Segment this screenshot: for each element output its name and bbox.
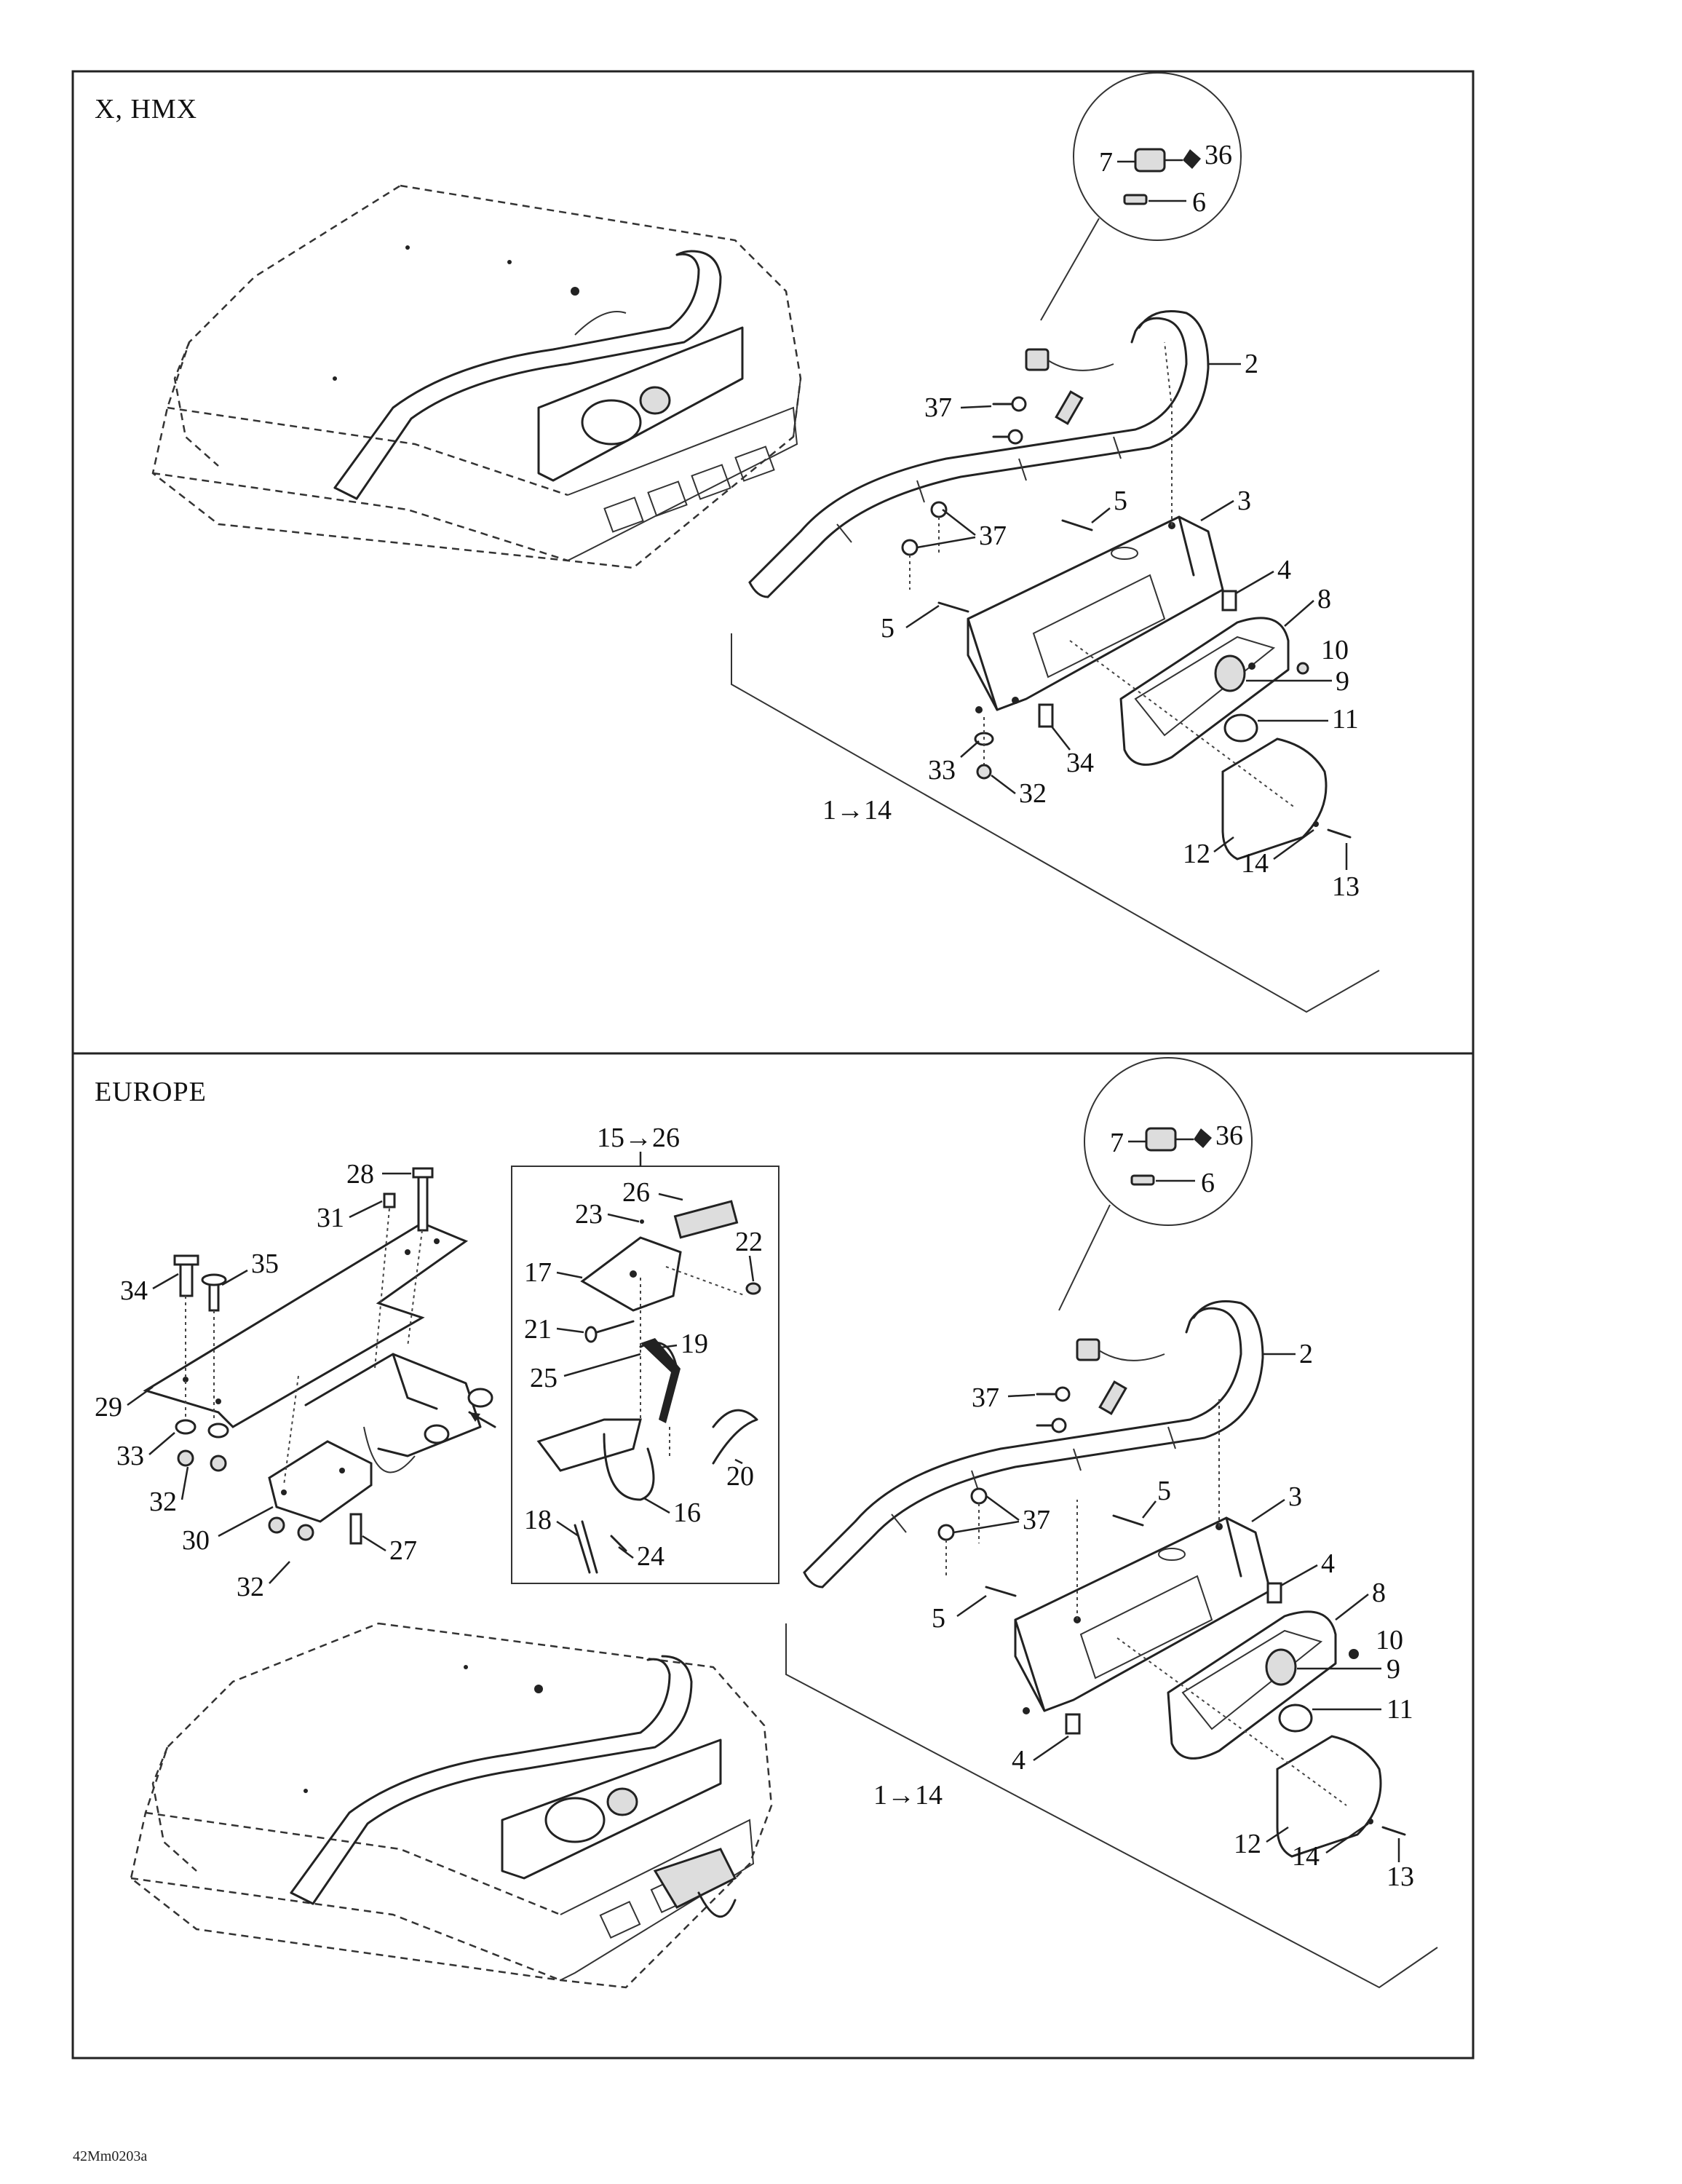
bottom-callout-l5b: 5 bbox=[932, 1603, 945, 1634]
bottom-callout-l32b: 32 bbox=[237, 1572, 264, 1602]
bottom-callout-l1-14: 1→14 bbox=[873, 1780, 943, 1811]
bottom-callout-l30: 30 bbox=[182, 1525, 210, 1556]
top-callout-l6: 6 bbox=[1192, 187, 1206, 218]
top-callout-l4: 4 bbox=[1277, 555, 1291, 585]
top-exploded-view bbox=[731, 72, 1380, 1013]
bottom-callout-l17: 17 bbox=[524, 1257, 552, 1288]
bottom-callout-l16: 16 bbox=[673, 1497, 701, 1528]
bottom-callout-l29: 29 bbox=[95, 1392, 122, 1423]
bottom-hitch-exploded bbox=[143, 1167, 496, 1545]
bottom-callout-l22: 22 bbox=[735, 1227, 763, 1257]
bottom-callout-l13: 13 bbox=[1387, 1861, 1414, 1892]
bottom-callout-l12: 12 bbox=[1234, 1829, 1261, 1859]
bottom-callout-l23: 23 bbox=[575, 1199, 603, 1230]
top-callout-l14: 14 bbox=[1241, 848, 1269, 879]
bottom-callout-l14: 14 bbox=[1292, 1841, 1320, 1872]
top-callout-l3: 3 bbox=[1237, 486, 1251, 516]
bottom-callout-l19: 19 bbox=[681, 1329, 708, 1359]
bottom-callout-l37a: 37 bbox=[972, 1382, 999, 1413]
top-panel-border bbox=[71, 70, 1475, 1055]
bottom-callout-l31: 31 bbox=[317, 1203, 344, 1233]
bottom-callout-l28: 28 bbox=[346, 1159, 374, 1190]
hitch-bracket-30 bbox=[268, 1440, 373, 1523]
top-connector-7 bbox=[1134, 148, 1166, 173]
top-panel-title: X, HMX bbox=[95, 94, 197, 124]
top-callout-l37b: 37 bbox=[979, 521, 1007, 551]
bottom-panel-title: EUROPE bbox=[95, 1077, 207, 1107]
top-callout-l8: 8 bbox=[1317, 584, 1331, 614]
bottom-detail-box bbox=[511, 1166, 779, 1584]
top-callout-l11: 11 bbox=[1332, 704, 1359, 735]
top-callout-l2: 2 bbox=[1245, 349, 1258, 379]
top-callout-l34: 34 bbox=[1066, 748, 1094, 778]
bottom-panel-border bbox=[71, 1052, 1475, 2060]
bottom-callout-l11: 11 bbox=[1387, 1694, 1413, 1725]
top-callout-l7: 7 bbox=[1099, 147, 1113, 178]
bottom-callout-l36: 36 bbox=[1215, 1120, 1243, 1151]
bottom-callout-l21: 21 bbox=[524, 1314, 552, 1345]
top-callout-l32: 32 bbox=[1019, 778, 1047, 809]
bottom-callout-l9: 9 bbox=[1387, 1654, 1400, 1685]
bottom-callout-l35: 35 bbox=[251, 1249, 279, 1279]
bottom-callout-l18: 18 bbox=[524, 1505, 552, 1535]
top-callout-l13: 13 bbox=[1332, 871, 1360, 902]
bottom-callout-l5a: 5 bbox=[1157, 1476, 1171, 1506]
top-callout-l9: 9 bbox=[1336, 666, 1349, 697]
top-detail-circle bbox=[1073, 72, 1242, 241]
bottom-callout-l15-26: 15→26 bbox=[597, 1123, 680, 1153]
top-callout-l10: 10 bbox=[1321, 635, 1349, 665]
bottom-callout-l4a: 4 bbox=[1321, 1548, 1335, 1579]
bottom-callout-l27: 27 bbox=[389, 1535, 417, 1566]
bottom-callout-l34: 34 bbox=[120, 1275, 148, 1306]
top-callouts: 7 36 6 2 37 5 3 37 4 8 5 10 9 11 33 32 3… bbox=[822, 140, 1360, 902]
bottom-callout-l37b: 37 bbox=[1023, 1505, 1050, 1535]
bottom-callout-l10: 10 bbox=[1376, 1625, 1403, 1655]
top-bracket-3 bbox=[967, 515, 1224, 711]
top-lamp-housing-8 bbox=[1119, 617, 1290, 766]
top-callout-l1-14: 1→14 bbox=[822, 795, 892, 826]
top-callout-l5b: 5 bbox=[881, 613, 894, 644]
bottom-callout-l26: 26 bbox=[622, 1177, 650, 1208]
bottom-callout-l20: 20 bbox=[726, 1461, 754, 1492]
bottom-callout-l6: 6 bbox=[1201, 1168, 1215, 1198]
top-callout-l12: 12 bbox=[1183, 839, 1210, 869]
bottom-callout-l32a: 32 bbox=[149, 1487, 177, 1517]
bottom-vehicle-rear bbox=[130, 1622, 773, 1989]
bottom-callouts: 7 36 6 2 37 5 3 37 4 8 5 10 9 11 4 1→14 … bbox=[95, 1120, 1414, 1892]
top-lens-12 bbox=[1221, 737, 1328, 860]
top-callout-l37a: 37 bbox=[924, 392, 952, 423]
bottom-detail-circle bbox=[1084, 1057, 1253, 1226]
top-vehicle-rear bbox=[151, 184, 802, 569]
bottom-callout-l25: 25 bbox=[530, 1363, 558, 1393]
bottom-exploded-view bbox=[785, 1057, 1438, 1989]
bottom-callout-l2: 2 bbox=[1299, 1339, 1313, 1369]
figure-code: 42Mm0203a bbox=[73, 2148, 147, 2164]
top-screw-6 bbox=[1123, 194, 1148, 205]
top-callout-l36: 36 bbox=[1205, 140, 1232, 170]
bottom-callout-l33: 33 bbox=[116, 1441, 144, 1471]
bottom-callout-l4b: 4 bbox=[1012, 1745, 1026, 1776]
top-bumper-2 bbox=[748, 317, 1188, 584]
top-callout-l33: 33 bbox=[928, 755, 956, 786]
bottom-callout-l7: 7 bbox=[1110, 1128, 1124, 1158]
detail-box-15-26 bbox=[511, 1166, 779, 1584]
bottom-callout-l24: 24 bbox=[637, 1541, 665, 1572]
top-grommet-36 bbox=[1183, 149, 1201, 169]
bottom-callout-l8: 8 bbox=[1372, 1578, 1386, 1608]
bottom-callout-l3: 3 bbox=[1288, 1481, 1302, 1512]
top-callout-l5a: 5 bbox=[1114, 486, 1127, 516]
hitch-plate-29 bbox=[143, 1222, 469, 1428]
